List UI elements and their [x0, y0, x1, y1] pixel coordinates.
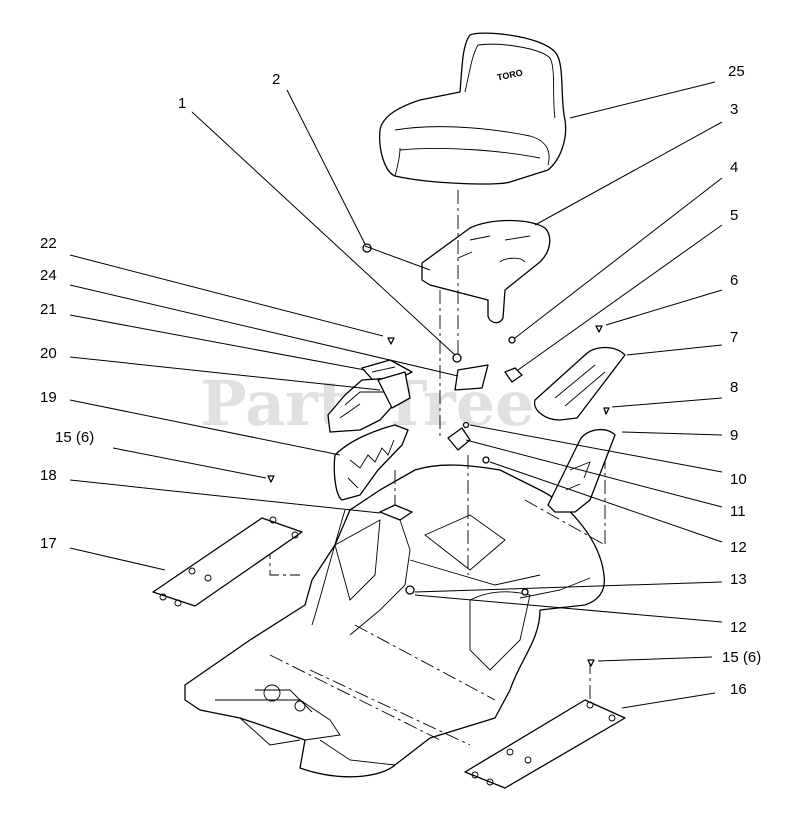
callout-18: 18 [40, 467, 57, 484]
callout-10: 10 [730, 471, 747, 488]
callout-12-upper: 12 [730, 539, 747, 556]
rail-plate-17 [152, 516, 303, 607]
plate-9 [547, 428, 616, 513]
plate-7 [533, 346, 626, 421]
callout-17: 17 [40, 535, 57, 552]
seat-mount-pan [421, 219, 551, 324]
callouts: 1 2 25 3 4 5 6 7 8 9 10 11 12 13 12 15 (… [40, 63, 761, 698]
callout-2: 2 [272, 71, 280, 88]
callout-15-right: 15 (6) [722, 649, 761, 666]
slotted-plate-19 [333, 424, 409, 501]
bracket-11 [447, 427, 471, 451]
plate-1 [454, 364, 489, 391]
callout-5: 5 [730, 207, 738, 224]
fender-body [184, 464, 606, 778]
callout-7: 7 [730, 329, 738, 346]
callout-25: 25 [728, 63, 745, 80]
callout-9: 9 [730, 427, 738, 444]
pad-18 [379, 504, 413, 521]
callout-1: 1 [178, 95, 186, 112]
callout-22: 22 [40, 235, 57, 252]
rail-plate-16 [464, 699, 626, 789]
callout-24: 24 [40, 267, 57, 284]
callout-12-lower: 12 [730, 619, 747, 636]
callout-11: 11 [730, 503, 746, 520]
callout-21: 21 [40, 301, 57, 318]
callout-16: 16 [730, 681, 747, 698]
callout-15-left: 15 (6) [55, 429, 94, 446]
callout-3: 3 [730, 101, 738, 118]
callout-13: 13 [730, 571, 747, 588]
seat: TORO [379, 32, 567, 185]
pad-20 [377, 371, 411, 409]
callout-8: 8 [730, 379, 738, 396]
callout-4: 4 [730, 159, 738, 176]
callout-20: 20 [40, 345, 57, 362]
callout-6: 6 [730, 272, 738, 289]
leader-lines [69, 81, 723, 709]
callout-19: 19 [40, 389, 57, 406]
